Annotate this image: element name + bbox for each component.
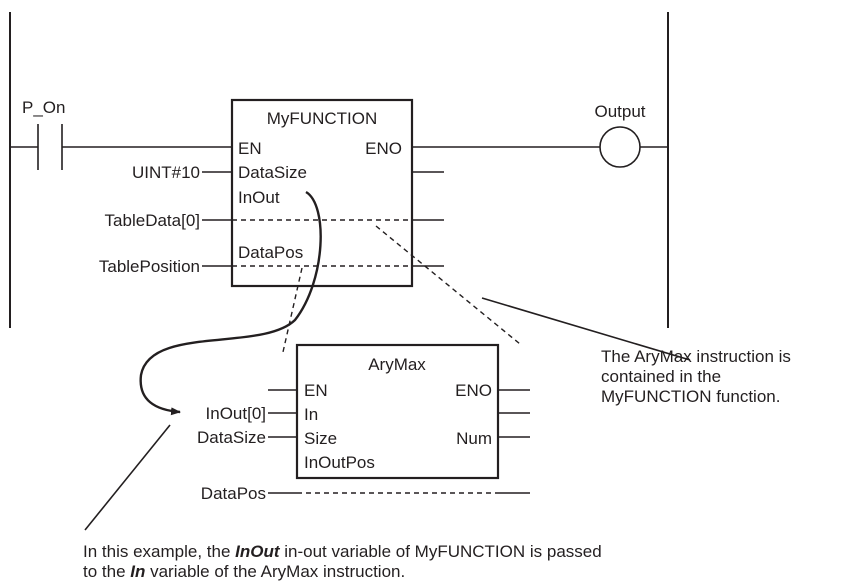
tabledata-label: TableData[0] [105,211,200,230]
arymax-pin-in: In [304,405,318,424]
arymax-pin-en: EN [304,381,328,400]
callout-bottom-line-1: In this example, the InOut in-out variab… [83,542,602,562]
tableposition-label: TablePosition [99,257,200,276]
datapos-label: DataPos [201,484,266,503]
myfunction-pin-en: EN [238,139,262,158]
arymax-pin-size: Size [304,429,337,448]
callout-right-line: MyFUNCTION function. [601,387,781,406]
inout-emphasis: InOut [235,542,280,561]
p-on-label: P_On [22,98,65,117]
callout-text: in-out variable of MyFUNCTION is passed [279,542,602,561]
callout-right-text: The AryMax instruction is contained in t… [601,347,791,407]
callout-right-leader [481,297,691,361]
output-coil [599,126,641,168]
myfunction-title: MyFUNCTION [267,109,377,128]
myfunction-block [230,98,414,288]
callout-text: In this example, the [83,542,236,561]
callout-text: to the [83,562,131,581]
in-emphasis: In [130,562,146,581]
uint-10-label: UINT#10 [132,163,200,182]
output-coil-label: Output [594,102,645,121]
callout-right-line: The AryMax instruction is [601,347,791,366]
myfunction-pin-datasize: DataSize [238,163,307,182]
myfunction-pin-datapos: DataPos [238,243,303,262]
p-on-contact [37,124,63,170]
callout-bottom-text: In this example, the InOut in-out variab… [83,542,602,582]
callout-bottom-leader [84,424,171,531]
arymax-pin-inoutpos: InOutPos [304,453,375,472]
arymax-block [295,343,500,480]
callout-text: variable of the AryMax instruction. [145,562,406,581]
inout-to-in-arrow [139,190,322,416]
myfunction-pin-eno: ENO [365,139,402,158]
arymax-pin-eno: ENO [455,381,492,400]
arymax-title: AryMax [368,355,426,374]
myfunction-pin-inout: InOut [238,188,280,207]
containment-guide-right [375,225,521,345]
datasize-label: DataSize [197,428,266,447]
callout-bottom-line-2: to the In variable of the AryMax instruc… [83,562,602,582]
callout-right-line: contained in the [601,367,722,386]
inout0-label: InOut[0] [206,404,266,423]
arymax-pin-num: Num [456,429,492,448]
